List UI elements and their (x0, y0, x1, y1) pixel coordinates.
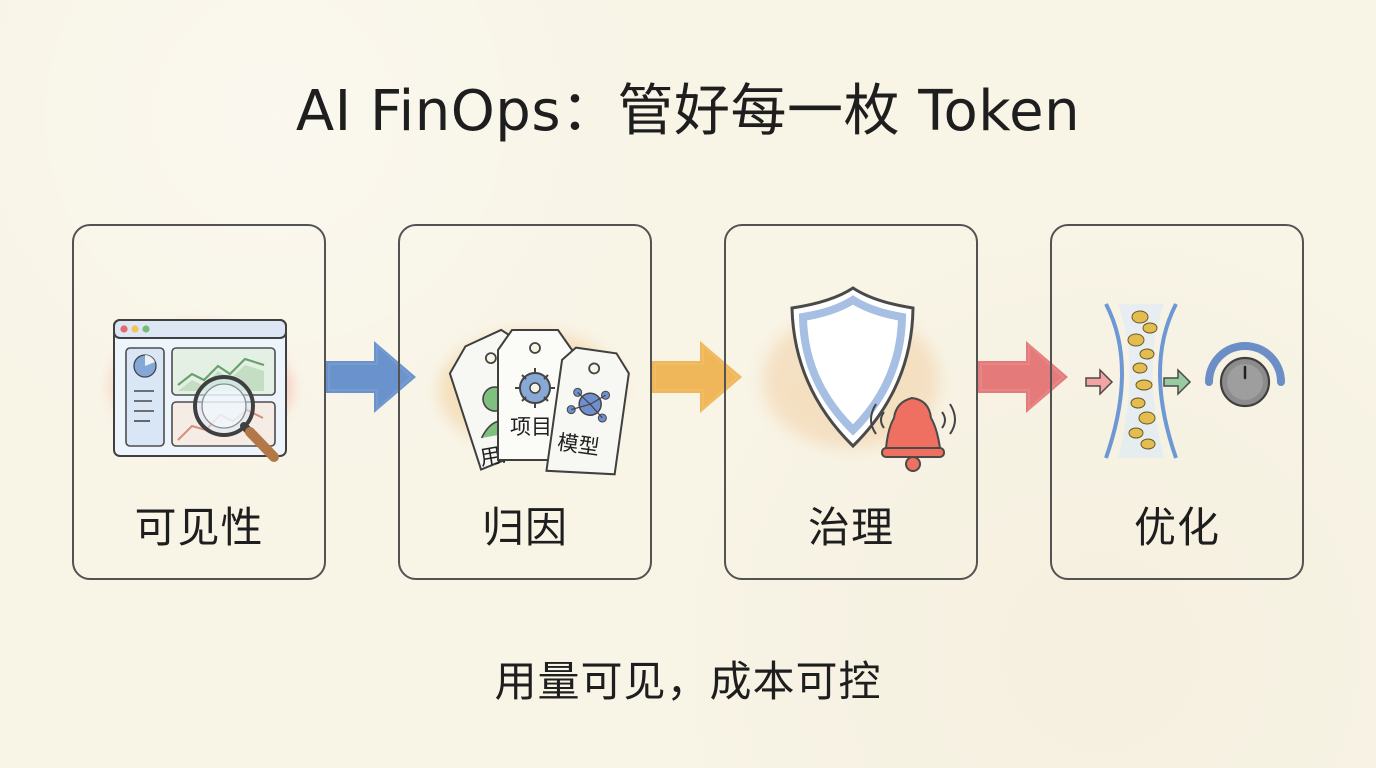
tag-project-label: 项目 (510, 415, 552, 439)
tags-icon: 用户 项目 (438, 328, 630, 476)
step-card-visibility: 可见性 (72, 224, 326, 580)
step-card-attribution: 用户 项目 (398, 224, 652, 580)
dashboard-magnifier-icon (109, 319, 294, 462)
step-label-optimization: 优化 (1133, 503, 1220, 552)
page-title: AI FinOps：管好每一枚 Token (295, 79, 1081, 144)
step-card-optimization: 优化 (1050, 224, 1304, 580)
shield-bell-icon (763, 286, 956, 472)
funnel-gauge-icon (1085, 303, 1285, 459)
tag-model-label: 模型 (556, 430, 601, 460)
page-subtitle: 用量可见，成本可控 (494, 657, 882, 706)
step-label-attribution: 归因 (481, 503, 568, 552)
arrow-right-red-icon (978, 341, 1068, 413)
step-label-visibility: 可见性 (134, 503, 264, 552)
arrow-right-orange-icon (652, 341, 742, 413)
step-card-governance: 治理 (724, 224, 978, 580)
arrow-right-blue-icon (326, 341, 416, 413)
step-label-governance: 治理 (807, 503, 894, 552)
